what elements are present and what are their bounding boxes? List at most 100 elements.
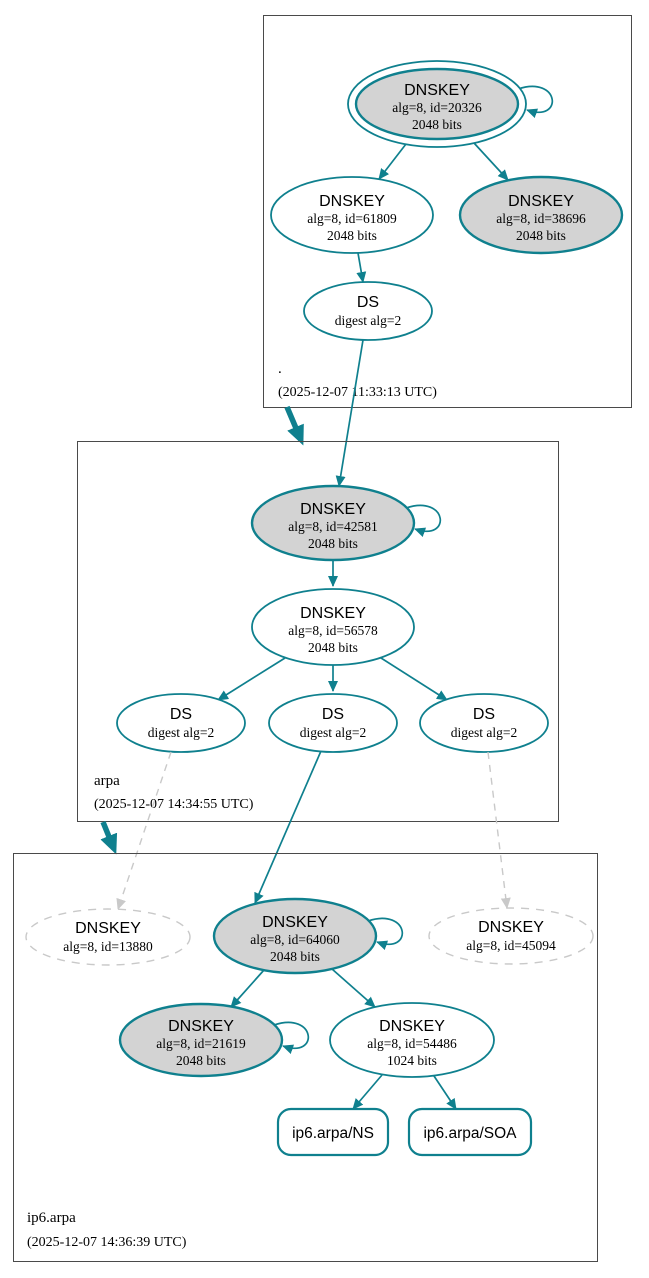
- dnskey-20326-ellipse[interactable]: [354, 67, 520, 141]
- dnskey-13880-type: DNSKEY: [75, 920, 141, 937]
- ds-arpa-3-detail: digest alg=2: [451, 725, 517, 740]
- delegation-arrow-arpa-to-ip6arpa: [100, 820, 118, 855]
- dnskey-54486-type: DNSKEY: [379, 1018, 445, 1035]
- ds-arpa-2-detail: digest alg=2: [300, 725, 366, 740]
- zone-label-arpa: arpa: [94, 773, 120, 789]
- node-ds-arpa-3: DS digest alg=2: [419, 693, 549, 753]
- dnskey-61809-type: DNSKEY: [319, 193, 385, 210]
- edge-root-ksk-to-ksk2: [473, 142, 509, 181]
- node-dnskey-21619: DNSKEY alg=8, id=21619 2048 bits: [118, 1002, 284, 1078]
- dnskey-45094-detail: alg=8, id=45094: [466, 938, 556, 953]
- edge-arpa-ds2-to-dnskey-64060: [254, 750, 322, 904]
- edge-ip6arpa-ksk-to-zsk: [331, 968, 376, 1008]
- node-dnskey-45094-missing: DNSKEY alg=8, id=45094: [428, 907, 594, 965]
- dnskey-56578-detail: alg=8, id=56578: [288, 623, 378, 638]
- dnskey-42581-ellipse[interactable]: [250, 484, 416, 562]
- dnskey-42581-bits: 2048 bits: [308, 536, 358, 551]
- edge-root-zsk-to-ds: [356, 252, 367, 283]
- zone-box-arpa: [77, 441, 559, 822]
- node-dnskey-38696: DNSKEY alg=8, id=38696 2048 bits: [458, 175, 624, 255]
- dnskey-20326-bits: 2048 bits: [412, 117, 462, 132]
- ds-root-ellipse[interactable]: [303, 281, 433, 341]
- edge-ip6arpa-zsk-to-soa: [433, 1075, 457, 1110]
- rrset-ns-label: ip6.arpa/NS: [292, 1125, 374, 1142]
- ds-arpa-3-ellipse[interactable]: [419, 693, 549, 753]
- edge-arpa-ds1-to-dnskey-13880: [116, 751, 172, 910]
- node-ds-arpa-1: DS digest alg=2: [116, 693, 246, 753]
- dnskey-56578-bits: 2048 bits: [308, 640, 358, 655]
- dnskey-13880-detail: alg=8, id=13880: [63, 939, 153, 954]
- edge-root-ksk-to-zsk: [378, 143, 407, 180]
- rrset-ns-box[interactable]: [276, 1107, 390, 1157]
- dnskey-21619-type: DNSKEY: [168, 1018, 234, 1035]
- zone-label-ip6arpa: ip6.arpa: [27, 1210, 76, 1226]
- ds-arpa-2-ellipse[interactable]: [268, 693, 398, 753]
- dnskey-21619-bits: 2048 bits: [176, 1053, 226, 1068]
- dnskey-54486-detail: alg=8, id=54486: [367, 1036, 457, 1051]
- zone-ip6arpa: ip6.arpa (2025-12-07 14:36:39 UTC) DNSKE…: [13, 853, 598, 1262]
- zone-timestamp-root: (2025-12-07 11:33:13 UTC): [278, 385, 437, 400]
- dnskey-64060-type: DNSKEY: [262, 914, 328, 931]
- zone-box-ip6arpa: [13, 853, 598, 1262]
- dnskey-56578-ellipse[interactable]: [251, 588, 415, 666]
- ds-arpa-1-type: DS: [170, 706, 192, 723]
- self-signature-loop-ip6arpa-ksk2: [273, 1021, 309, 1055]
- node-ds-arpa-2: DS digest alg=2: [268, 693, 398, 753]
- node-dnskey-13880-missing: DNSKEY alg=8, id=13880: [25, 908, 191, 966]
- ds-arpa-1-ellipse[interactable]: [116, 693, 246, 753]
- rrset-soa-box[interactable]: [407, 1107, 533, 1157]
- dnskey-42581-type: DNSKEY: [300, 501, 366, 518]
- node-dnskey-61809: DNSKEY alg=8, id=61809 2048 bits: [270, 176, 434, 254]
- dnskey-64060-ellipse[interactable]: [212, 897, 378, 975]
- node-rrset-soa: ip6.arpa/SOA: [407, 1107, 533, 1157]
- node-rrset-ns: ip6.arpa/NS: [276, 1107, 390, 1157]
- rrset-soa-label: ip6.arpa/SOA: [423, 1125, 517, 1142]
- self-signature-loop-root-ksk: [517, 85, 553, 119]
- dnskey-54486-bits: 1024 bits: [387, 1053, 437, 1068]
- edge-arpa-ds3-to-dnskey-45094: [487, 751, 511, 909]
- dnskey-61809-bits: 2048 bits: [327, 228, 377, 243]
- node-dnskey-54486: DNSKEY alg=8, id=54486 1024 bits: [329, 1002, 495, 1078]
- dnskey-64060-bits: 2048 bits: [270, 949, 320, 964]
- dnskey-38696-detail: alg=8, id=38696: [496, 211, 586, 226]
- dnskey-42581-detail: alg=8, id=42581: [288, 519, 377, 534]
- dnskey-13880-ellipse[interactable]: [25, 908, 191, 966]
- edge-arpa-zsk-to-ds1: [217, 657, 286, 701]
- node-dnskey-56578: DNSKEY alg=8, id=56578 2048 bits: [251, 588, 415, 666]
- node-ds-root: DS digest alg=2: [303, 281, 433, 341]
- dnskey-64060-detail: alg=8, id=64060: [250, 932, 340, 947]
- zone-box-root: [263, 15, 632, 408]
- ds-arpa-3-type: DS: [473, 706, 495, 723]
- dnskey-38696-bits: 2048 bits: [516, 228, 566, 243]
- ds-arpa-2-type: DS: [322, 706, 344, 723]
- dnskey-45094-ellipse[interactable]: [428, 907, 594, 965]
- node-dnskey-42581: DNSKEY alg=8, id=42581 2048 bits: [250, 484, 416, 562]
- dnskey-54486-ellipse[interactable]: [329, 1002, 495, 1078]
- zone-label-root: .: [278, 361, 282, 377]
- dnskey-56578-type: DNSKEY: [300, 605, 366, 622]
- dnskey-21619-detail: alg=8, id=21619: [156, 1036, 246, 1051]
- ds-root-type: DS: [357, 294, 379, 311]
- ds-arpa-1-detail: digest alg=2: [148, 725, 214, 740]
- ds-root-detail: digest alg=2: [335, 313, 401, 328]
- dnskey-20326-type: DNSKEY: [404, 82, 470, 99]
- zone-timestamp-arpa: (2025-12-07 14:34:55 UTC): [94, 797, 254, 812]
- node-dnskey-20326: DNSKEY alg=8, id=20326 2048 bits: [347, 60, 527, 148]
- zone-arpa: arpa (2025-12-07 14:34:55 UTC) DNSKEY al…: [77, 441, 559, 822]
- zone-timestamp-ip6arpa: (2025-12-07 14:36:39 UTC): [27, 1235, 187, 1250]
- self-signature-loop-arpa-ksk: [405, 504, 441, 538]
- dnskey-45094-type: DNSKEY: [478, 919, 544, 936]
- dnskey-38696-ellipse[interactable]: [458, 175, 624, 255]
- edge-ip6arpa-ksk-to-ksk2: [230, 969, 265, 1008]
- dnskey-61809-detail: alg=8, id=61809: [307, 211, 397, 226]
- delegation-arrow-root-to-arpa: [284, 405, 304, 446]
- zone-root: . (2025-12-07 11:33:13 UTC) DNSKEY alg=8…: [263, 15, 632, 408]
- node-dnskey-64060: DNSKEY alg=8, id=64060 2048 bits: [212, 897, 378, 975]
- dnskey-38696-type: DNSKEY: [508, 193, 574, 210]
- dnskey-61809-ellipse[interactable]: [270, 176, 434, 254]
- dnskey-21619-ellipse[interactable]: [118, 1002, 284, 1078]
- self-signature-loop-ip6arpa-ksk: [367, 917, 403, 951]
- dnskey-20326-detail: alg=8, id=20326: [392, 100, 482, 115]
